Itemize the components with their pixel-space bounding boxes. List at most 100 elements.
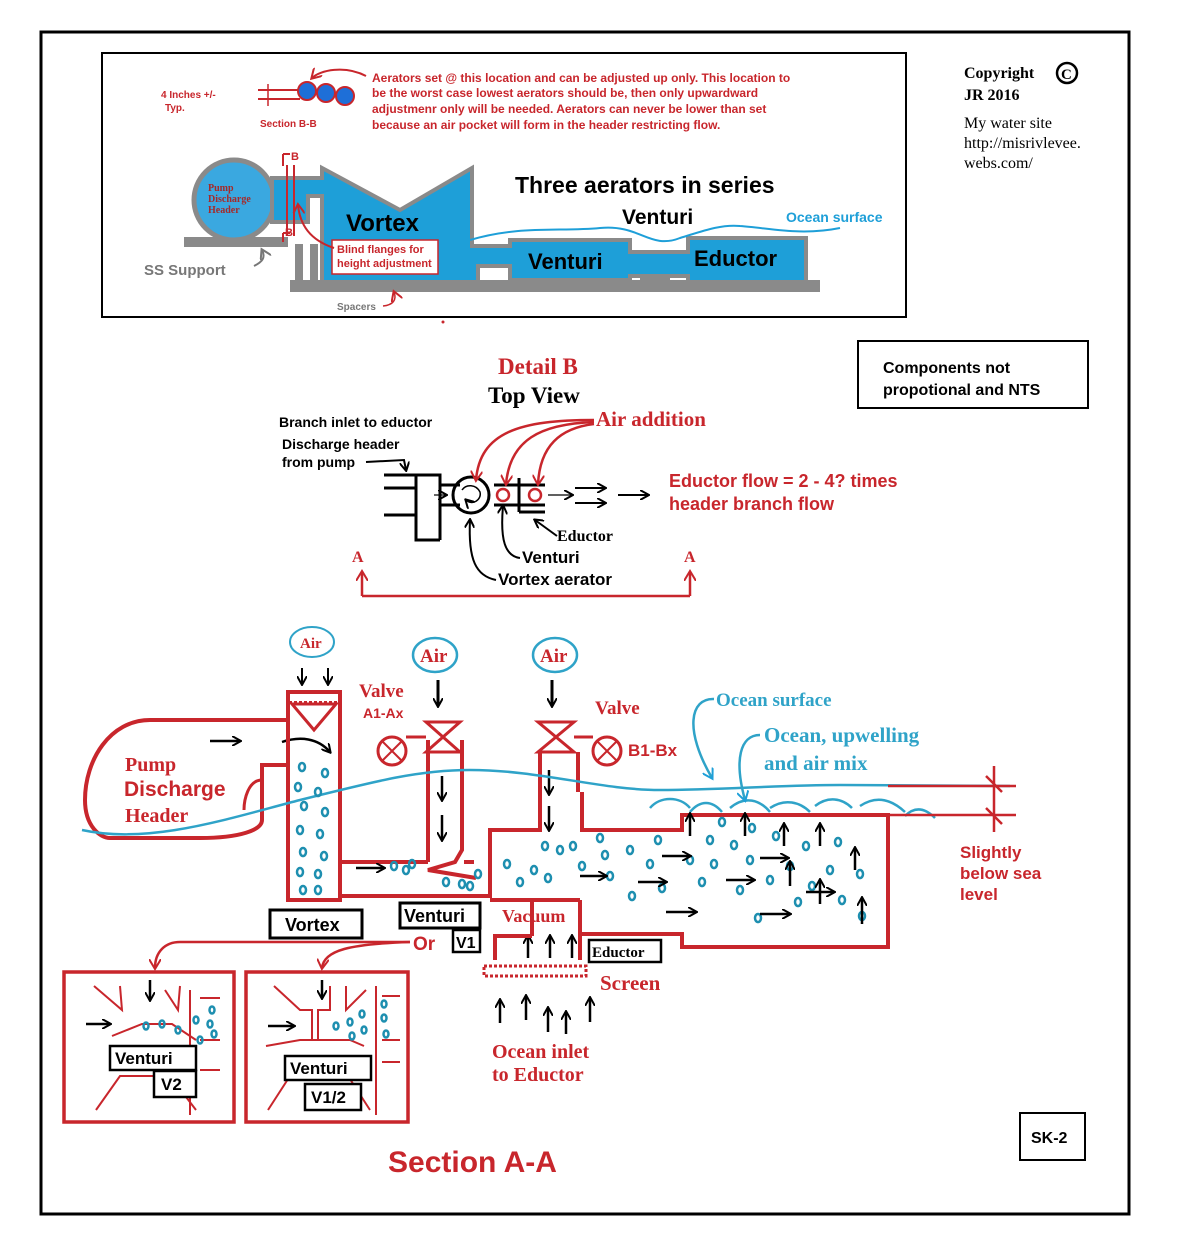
screen [482,964,588,978]
copyright-symbol-circle [1055,61,1079,85]
vortex-plan-circle [451,475,491,515]
venturi-plan-ring [495,487,511,503]
copyright-text: Copyright [964,65,1035,82]
aerator-note-line-1: Aerators set @ this location and can be … [372,71,790,85]
aerator-circle-2 [316,83,336,103]
three-aerators-title: Three aerators in series [515,172,775,198]
aerator-circle-3 [335,86,355,106]
discharge-header-line-2: from pump [282,454,355,470]
components-note-line-2: propotional and NTS [883,382,1041,399]
ocean-inlet-line-1: Ocean inlet [492,1041,590,1063]
vortex-aa-label: Vortex [285,915,340,935]
vortex-label-top: Vortex [346,210,420,237]
inches-label: 4 Inches +/- [161,90,216,101]
ss-support-label: SS Support [144,262,226,279]
v12-label: V1/2 [311,1088,346,1107]
flange-markers [282,153,295,242]
venturi-box-label: Venturi [528,249,603,274]
venturi-v1-body [426,740,477,880]
ocean-surface-top-label: Ocean surface [786,209,883,225]
venturi-v1-label: Venturi [404,906,465,926]
flow-arrows [356,814,862,1034]
site-line-3[interactable]: webs.com/ [964,155,1033,172]
section-aa: Air Air Air Pump Discharge Header [62,626,1086,1179]
air-bubble-vortex [289,626,335,658]
sheet-number-box [1019,1112,1086,1161]
valve-a-label: Valve [359,681,404,702]
vacuum-label: Vacuum [502,906,565,926]
blind-flanges-line-1: Blind flanges for [337,244,425,256]
typ-label: Typ. [165,103,185,114]
ocean-surface-label: Ocean surface [716,690,832,711]
eductor-flow-line-2: header branch flow [669,494,835,514]
air-addition-label: Air addition [596,407,706,431]
sheet-number: SK-2 [1031,1130,1068,1147]
section-a-left: A [352,549,364,566]
plan-view-piping [384,473,545,542]
pump-header-line-1: Pump [208,183,234,194]
b-label-top: B [291,151,299,163]
sea-level-offset-marker [888,766,1016,832]
site-line-2[interactable]: http://misrivlevee. [964,135,1081,152]
slightly-below-line-3: level [960,885,998,904]
valve-b-id: B1-Bx [628,741,678,760]
ocean-surface-top-line [469,224,841,243]
venturi-v12-label: Venturi [290,1059,348,1078]
detail-b-subtitle: Top View [488,383,580,408]
pump-header-outline [82,718,288,840]
section-a-right: A [684,549,696,566]
pump-header-line-3: Header [208,205,240,216]
blind-flanges-box [331,239,439,275]
air-bubble-valve-b [531,636,579,674]
valve-b-label: Valve [595,698,640,719]
copyright-symbol: C [1061,67,1072,83]
air-bubble-valve-a [411,636,459,674]
overview-frame [101,52,907,318]
pump-header-aa-line-1: Pump [125,754,176,776]
section-aa-title: Section A-A [388,1146,557,1179]
spacers-label: Spacers [337,302,376,313]
main-pipe [340,792,890,949]
ocean-mix-line-1: Ocean, upwelling [764,723,920,747]
overview-panel: 4 Inches +/- Typ. Section B-B Aerators s… [101,52,907,318]
air-label-valve-b: Air [540,646,568,667]
vortex-aerator-label: Vortex aerator [498,570,612,589]
section-bb-aerators: 4 Inches +/- Typ. Section B-B [161,70,367,130]
eductor-flow-line-1: Eductor flow = 2 - 4? times [669,471,898,491]
air-label-valve-a: Air [420,646,448,667]
valve-a-id: A1-Ax [363,705,404,721]
site-line-1: My water site [964,115,1052,132]
blind-flanges-line-2: height adjustment [337,258,432,270]
venturi-plan-label: Venturi [522,548,580,567]
eductor-aa-label: Eductor [592,945,645,961]
b-label-bottom: B [285,227,293,239]
valve-a-wheel [376,735,408,767]
slightly-below-line-1: Slightly [960,843,1022,862]
sheet-border [39,30,1131,1216]
aerator-circle-1 [297,81,317,101]
valve-b-wheel [591,735,623,767]
eductor-box-label: Eductor [694,246,778,271]
air-down-arrows [302,668,552,706]
ocean-surface-line [81,768,1011,836]
copyright-block: Copyright C JR 2016 My water site http:/… [964,61,1081,172]
pump-header-aa-line-3: Header [125,805,188,827]
section-bb-label: Section B-B [260,119,317,130]
screen-label: Screen [600,971,661,995]
venturi-above-label: Venturi [622,206,693,229]
eductor-plan-label: Eductor [557,528,613,545]
aerator-note-line-4: because an air pocket will form in the h… [372,118,720,132]
detail-b-title: Detail B [498,354,578,379]
slightly-below-line-2: below sea [960,864,1042,883]
ocean-mix-line-2: and air mix [764,751,868,775]
or-label: Or [413,934,436,955]
inset-v2 [62,970,236,1124]
venturi-v2-label: Venturi [115,1049,173,1068]
components-note-line-1: Components not [883,360,1011,377]
inset-v12 [244,970,410,1124]
pump-header-aa-line-2: Discharge [124,778,226,801]
aerator-note-line-3: adjustmenr only will be needed. Aerators… [372,102,766,116]
v2-label: V2 [161,1075,182,1094]
branch-inlet-label: Branch inlet to eductor [279,414,433,430]
